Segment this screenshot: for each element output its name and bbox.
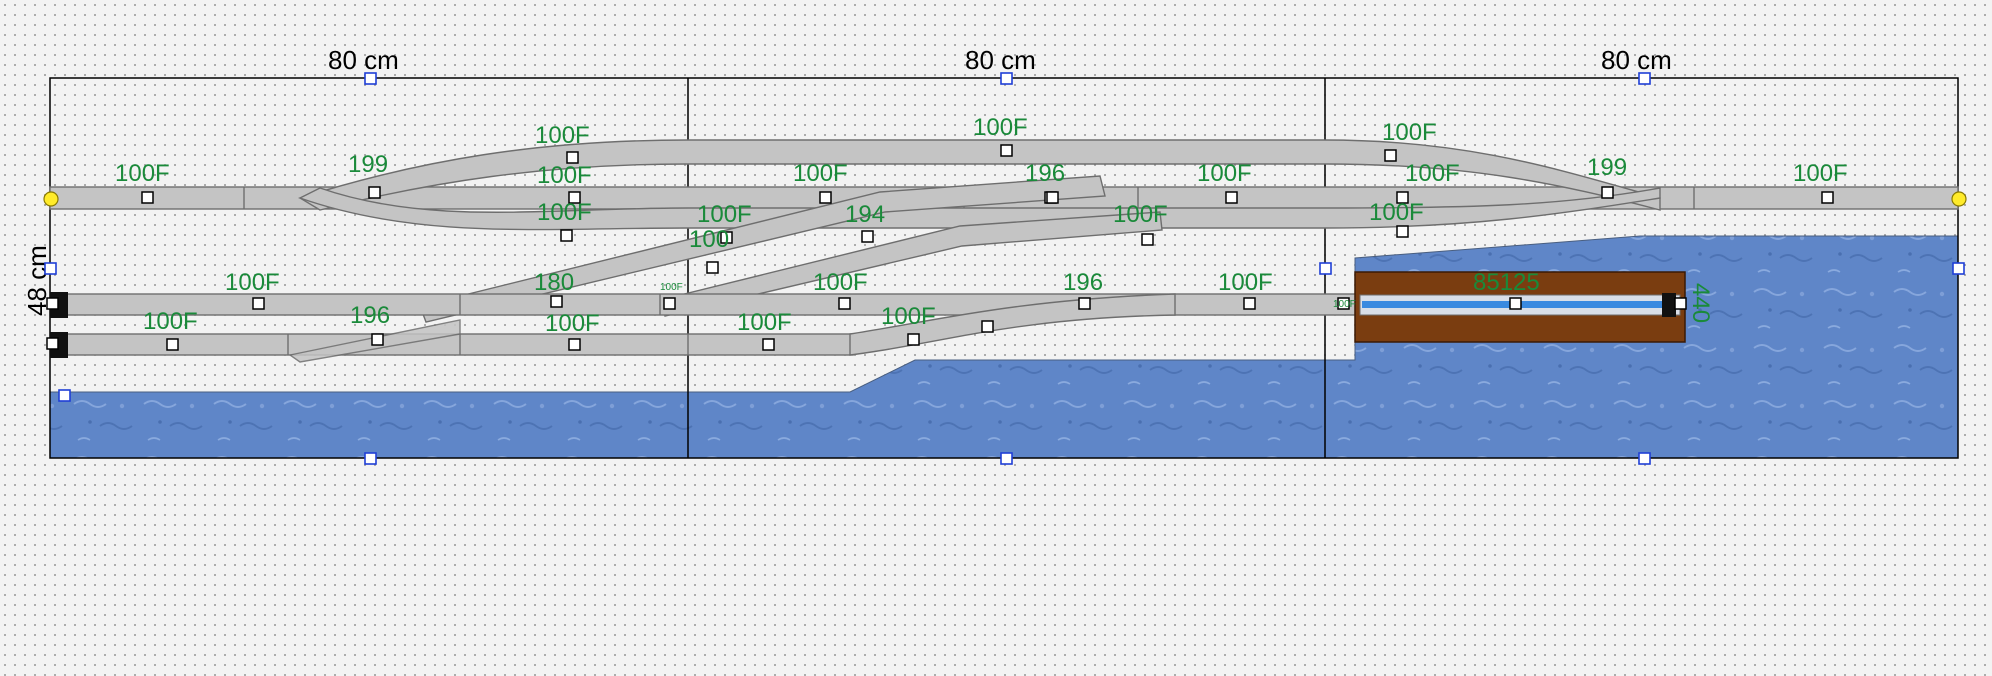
label-mid-8: 100F [1369, 199, 1424, 226]
selection-handle[interactable] [1638, 72, 1651, 85]
track-crossover-diagonal-2[interactable] [659, 211, 1163, 317]
label-small-2: 100F [1333, 299, 1356, 310]
label-main-right: 100F [1793, 160, 1848, 187]
label-lower-mid-3: 100F [545, 310, 600, 337]
track-marker[interactable] [568, 191, 581, 204]
track-marker[interactable] [1821, 191, 1834, 204]
track-marker[interactable] [1141, 233, 1154, 246]
selection-handle[interactable] [1638, 452, 1651, 465]
track-marker[interactable] [1337, 297, 1350, 310]
track-marker[interactable] [252, 297, 265, 310]
track-marker[interactable] [568, 338, 581, 351]
label-mid-5: 100F [537, 199, 592, 226]
track-marker[interactable] [560, 229, 573, 242]
track-marker[interactable] [1046, 191, 1059, 204]
track-marker[interactable] [368, 186, 381, 199]
track-crossover-diagonal-1[interactable] [419, 175, 1106, 323]
track-marker[interactable] [1078, 297, 1091, 310]
label-top-loop-2: 100F [973, 114, 1028, 141]
track-marker[interactable] [371, 333, 384, 346]
label-turnout-196-top: 196 [1025, 160, 1065, 187]
sector-buffer-stop [1662, 293, 1676, 317]
label-turnout-196-left: 196 [350, 302, 390, 329]
track-marker[interactable] [46, 337, 59, 350]
selection-handle[interactable] [44, 262, 57, 275]
label-mid-7: 100F [1113, 201, 1168, 228]
label-lower-left-1: 100F [225, 269, 280, 296]
track-marker[interactable] [550, 295, 563, 308]
track-marker[interactable] [1674, 297, 1687, 310]
label-turnout-196-right: 196 [1063, 269, 1103, 296]
selection-handle[interactable] [1000, 72, 1013, 85]
label-lower-mid-4: 100F [737, 309, 792, 336]
track-upper-loop[interactable] [298, 139, 1661, 211]
label-sector-length: 440 [1687, 283, 1714, 323]
track-junction-curve[interactable] [849, 293, 1176, 356]
track-marker[interactable] [838, 297, 851, 310]
selection-handle[interactable] [1000, 452, 1013, 465]
label-top-loop-1: 100F [535, 122, 590, 149]
track-marker[interactable] [46, 297, 59, 310]
track-marker[interactable] [1225, 191, 1238, 204]
track-marker[interactable] [166, 338, 179, 351]
label-mid-1: 100F [537, 162, 592, 189]
label-top-loop-3: 100F [1382, 119, 1437, 146]
selection-handle[interactable] [1319, 262, 1332, 275]
label-turnout-199-left: 199 [348, 151, 388, 178]
track-marker[interactable] [566, 151, 579, 164]
track-marker[interactable] [1396, 225, 1409, 238]
label-mid-6: 100F [697, 201, 752, 228]
label-partial: 100 [689, 226, 729, 253]
track-marker[interactable] [141, 191, 154, 204]
track-marker[interactable] [981, 320, 994, 333]
label-turnout-180: 180 [534, 269, 574, 296]
track-marker[interactable] [819, 191, 832, 204]
label-main-left: 100F [115, 160, 170, 187]
label-turnout-194: 194 [845, 201, 885, 228]
track-marker[interactable] [861, 230, 874, 243]
label-lower-left-2: 100F [143, 308, 198, 335]
label-mid-3: 100F [1197, 160, 1252, 187]
selection-handle[interactable] [58, 389, 71, 402]
track-marker[interactable] [1384, 149, 1397, 162]
track-marker[interactable] [1509, 297, 1522, 310]
track-marker[interactable] [663, 297, 676, 310]
track-endpoint-left[interactable] [43, 191, 59, 207]
label-sector-plate: 85125 [1473, 269, 1540, 296]
track-marker[interactable] [1243, 297, 1256, 310]
dimension-board-2: 80 cm [965, 45, 1036, 75]
label-lower-mid-5: 100F [881, 303, 936, 330]
track-marker[interactable] [907, 333, 920, 346]
track-marker[interactable] [1601, 186, 1614, 199]
track-endpoint-right[interactable] [1951, 191, 1967, 207]
label-lower-mid-1: 100F [813, 269, 868, 296]
label-turnout-199-right: 199 [1587, 154, 1627, 181]
label-small-1: 100F [660, 282, 683, 293]
track-markers [46, 144, 1834, 351]
dimension-board-1: 80 cm [328, 45, 399, 75]
label-mid-2: 100F [793, 160, 848, 187]
selection-handle[interactable] [364, 72, 377, 85]
selection-handle[interactable] [1952, 262, 1965, 275]
track-marker[interactable] [706, 261, 719, 274]
track-marker[interactable] [762, 338, 775, 351]
track-marker[interactable] [1396, 191, 1409, 204]
selection-handle[interactable] [364, 452, 377, 465]
track-marker[interactable] [1000, 144, 1013, 157]
track-marker[interactable] [720, 231, 733, 244]
label-lower-mid-2: 100F [1218, 269, 1273, 296]
label-mid-4: 100F [1405, 160, 1460, 187]
dimension-board-3: 80 cm [1601, 45, 1672, 75]
